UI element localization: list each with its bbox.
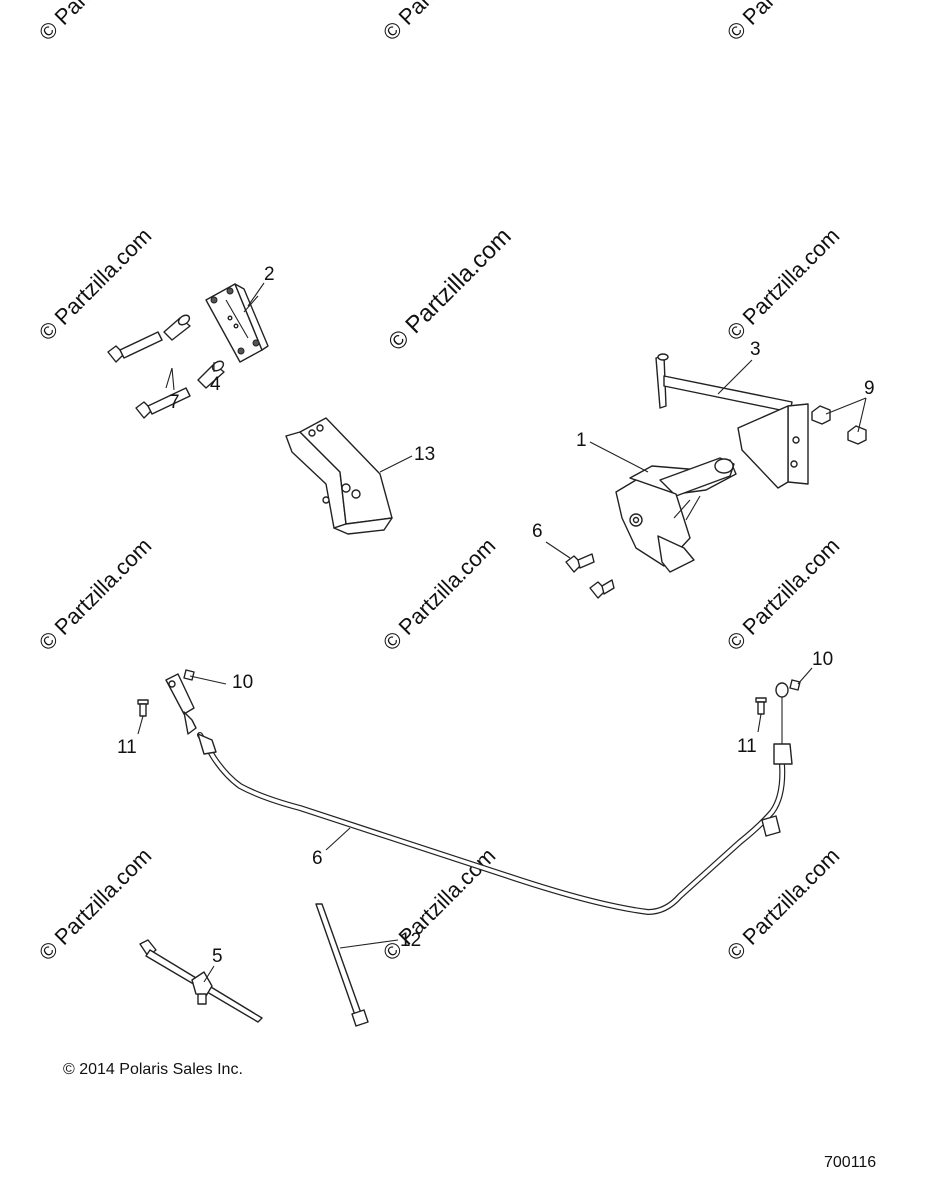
callout-8: 7	[169, 392, 180, 413]
leader-2	[247, 282, 265, 307]
leader-8	[165, 367, 175, 391]
part-2-mounting-plate[interactable]	[205, 283, 269, 363]
part-1-handbrake-lever[interactable]	[615, 457, 737, 573]
watermark: © Partzilla.com	[722, 223, 845, 346]
part-13-bracket[interactable]	[285, 417, 393, 535]
watermark: © Partzilla.com	[378, 0, 501, 46]
watermark: © Partzilla.com	[378, 533, 501, 656]
leader-1	[589, 441, 649, 473]
callout-10-right: 10	[812, 649, 833, 670]
part-7-bolt-upper[interactable]	[565, 553, 595, 573]
callout-10-left: 10	[232, 672, 253, 693]
part-8-bolt-lower[interactable]	[135, 387, 191, 419]
callout-13: 13	[414, 444, 435, 465]
leader-9	[825, 397, 867, 433]
leader-7	[545, 541, 571, 559]
watermark: © Partzilla.com	[722, 0, 845, 46]
callout-11-right: 11	[737, 736, 757, 757]
callout-6: 6	[312, 848, 323, 869]
leader-3	[717, 359, 753, 395]
part-8-bolt-upper[interactable]	[107, 331, 163, 363]
part-6-brake-cable[interactable]	[165, 673, 793, 915]
part-9-nut-upper[interactable]	[811, 405, 831, 425]
callout-7: 6	[532, 521, 543, 542]
part-3-lever-bar[interactable]	[655, 353, 809, 489]
part-10-clip-left[interactable]	[183, 669, 227, 685]
watermark: © Partzilla.com	[378, 843, 501, 966]
watermark: © Partzilla.com	[34, 223, 157, 346]
part-4-spacer-upper[interactable]	[163, 313, 191, 341]
callout-2: 2	[264, 264, 275, 285]
watermark: © Partzilla.com	[34, 843, 157, 966]
part-10-clip-right[interactable]	[789, 667, 813, 691]
part-12-cable-tie[interactable]	[315, 903, 369, 1027]
leader-11-right	[757, 713, 762, 733]
watermark-layer: © Partzilla.com © Partzilla.com © Partzi…	[34, 0, 845, 966]
leader-13	[379, 455, 413, 473]
watermark: © Partzilla.com	[34, 533, 157, 656]
watermark-main: © Partzilla.com	[383, 223, 516, 356]
callout-11-left: 11	[117, 737, 137, 758]
watermark: © Partzilla.com	[34, 0, 157, 46]
leader-11-left	[137, 715, 144, 735]
callout-3: 3	[750, 339, 761, 360]
diagram-number: 700116	[824, 1154, 877, 1171]
copyright-notice: © 2014 Polaris Sales Inc.	[63, 1061, 243, 1078]
callout-4: 4	[210, 374, 221, 395]
callout-9: 9	[864, 378, 875, 399]
leader-6	[325, 827, 351, 851]
part-7-bolt-lower[interactable]	[589, 579, 615, 599]
watermark: © Partzilla.com	[722, 533, 845, 656]
part-11-pin-left[interactable]	[137, 699, 149, 717]
leader-5	[203, 965, 215, 983]
leader-12	[339, 939, 399, 949]
part-9-nut-lower[interactable]	[847, 425, 867, 445]
part-4-spacer-lower[interactable]	[197, 359, 225, 389]
callout-12: 12	[400, 930, 421, 951]
part-5-cable-tie-clip[interactable]	[139, 939, 263, 1023]
callout-5: 5	[212, 946, 223, 967]
watermark: © Partzilla.com	[722, 843, 845, 966]
callout-1: 1	[576, 430, 587, 451]
part-11-pin-right[interactable]	[755, 697, 767, 715]
